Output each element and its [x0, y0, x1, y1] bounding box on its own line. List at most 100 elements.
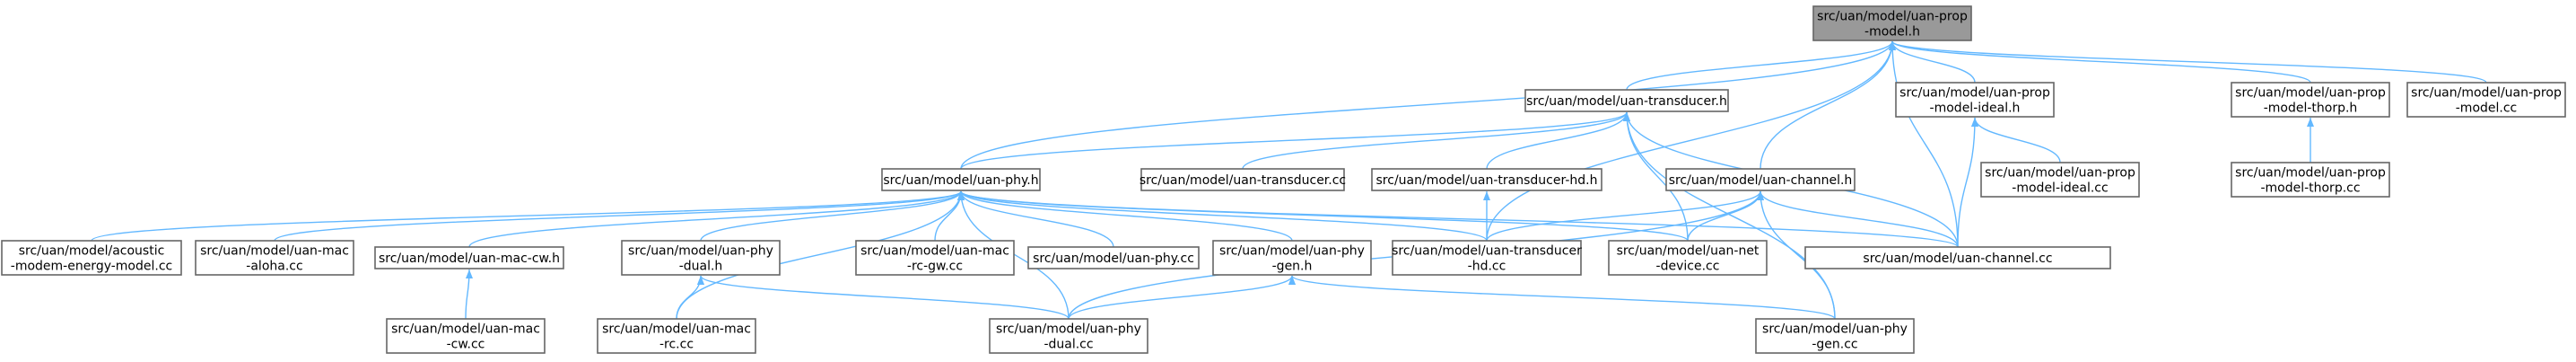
node-label-transducer-cc-0: src/uan/model/uan-transducer.cc	[1140, 173, 1346, 188]
node-box-prop-model-ideal-cc	[1980, 162, 2140, 198]
node-label-prop-model-ideal-h-1: -model-ideal.h	[1930, 102, 2021, 116]
node-label-mac-rc-cc-1: -rc.cc	[659, 338, 694, 352]
edge-transducer-h-to-root	[1626, 40, 1896, 91]
node-mac-cw-h[interactable]: src/uan/model/uan-mac-cw.h	[374, 246, 564, 269]
edge-mac-aloha-cc-to-phy-h	[274, 190, 965, 242]
edge-phy-cc-to-phy-h	[957, 190, 1114, 248]
node-transducer-hd-h[interactable]: src/uan/model/uan-transducer-hd.h	[1371, 168, 1602, 191]
node-mac-rc-cc[interactable]: src/uan/model/uan-mac-rc.cc	[597, 318, 756, 354]
node-box-mac-aloha-cc	[195, 240, 354, 276]
node-label-phy-dual-h-1: -dual.h	[679, 260, 723, 274]
node-label-root-0: src/uan/model/uan-prop	[1817, 10, 1968, 24]
node-root: src/uan/model/uan-prop-model.h	[1812, 5, 1972, 41]
node-box-prop-model-thorp-cc	[2231, 162, 2390, 198]
node-label-prop-model-thorp-h-0: src/uan/model/uan-prop	[2235, 86, 2386, 101]
node-label-net-device-cc-0: src/uan/model/uan-net	[1617, 244, 1760, 259]
node-box-prop-model-ideal-h	[1895, 82, 2055, 118]
node-phy-gen-cc[interactable]: src/uan/model/uan-phy-gen.cc	[1755, 318, 1915, 354]
node-box-channel-cc	[1804, 246, 2111, 269]
edge-prop-model-thorp-h-to-root	[1889, 40, 2311, 84]
node-transducer-hd-cc[interactable]: src/uan/model/uan-transducer-hd.cc	[1392, 240, 1582, 276]
node-label-prop-model-cc-0: src/uan/model/uan-prop	[2411, 86, 2562, 101]
node-box-root	[1812, 5, 1972, 41]
node-box-phy-h	[881, 168, 1041, 191]
node-net-device-cc[interactable]: src/uan/model/uan-net-device.cc	[1608, 240, 1768, 276]
edge-mac-cw-h-to-phy-h	[468, 190, 965, 248]
node-transducer-cc[interactable]: src/uan/model/uan-transducer.cc	[1140, 168, 1346, 191]
node-mac-aloha-cc[interactable]: src/uan/model/uan-mac-aloha.cc	[195, 240, 354, 276]
node-label-mac-aloha-cc-0: src/uan/model/uan-mac	[200, 244, 349, 259]
node-label-acoustic-cc-0: src/uan/model/acoustic	[19, 244, 165, 259]
node-label-net-device-cc-1: -device.cc	[1656, 260, 1720, 274]
node-prop-model-cc[interactable]: src/uan/model/uan-prop-model.cc	[2406, 82, 2566, 118]
edge-transducer-hd-cc-to-channel-h	[1486, 190, 1764, 242]
node-box-transducer-h	[1524, 89, 1729, 112]
node-acoustic-cc[interactable]: src/uan/model/acoustic-modem-energy-mode…	[1, 240, 182, 276]
node-label-phy-gen-h-1: -gen.h	[1272, 260, 1313, 274]
node-label-prop-model-ideal-cc-0: src/uan/model/uan-prop	[1985, 166, 2135, 181]
node-label-phy-dual-h-0: src/uan/model/uan-phy	[628, 244, 773, 259]
node-channel-h[interactable]: src/uan/model/uan-channel.h	[1665, 168, 1856, 191]
node-label-phy-h-0: src/uan/model/uan-phy.h	[883, 173, 1038, 188]
node-box-prop-model-cc	[2406, 82, 2566, 118]
node-label-phy-gen-cc-0: src/uan/model/uan-phy	[1762, 322, 1908, 337]
edge-channel-cc-to-phy-h	[957, 190, 1959, 248]
node-prop-model-ideal-h[interactable]: src/uan/model/uan-prop-model-ideal.h	[1895, 82, 2055, 118]
node-label-mac-cw-cc-0: src/uan/model/uan-mac	[391, 322, 540, 337]
edge-mac-cw-cc-to-mac-cw-h	[465, 269, 473, 320]
edge-channel-cc-to-channel-h	[1757, 190, 1959, 248]
node-box-mac-cw-h	[374, 246, 564, 269]
node-box-phy-cc	[1027, 246, 1200, 269]
node-phy-h[interactable]: src/uan/model/uan-phy.h	[881, 168, 1041, 191]
edge-phy-gen-h-to-phy-h	[957, 190, 1293, 242]
node-label-prop-model-cc-1: -model.cc	[2456, 102, 2518, 116]
edge-phy-gen-cc-to-phy-gen-h	[1288, 275, 1836, 320]
node-transducer-h[interactable]: src/uan/model/uan-transducer.h	[1524, 89, 1729, 112]
edge-phy-gen-cc-to-transducer-h	[1623, 111, 1836, 320]
node-box-acoustic-cc	[1, 240, 182, 276]
edge-channel-h-to-root	[1760, 40, 1896, 170]
edge-channel-cc-to-prop-model-ideal-h	[1957, 117, 1978, 248]
node-box-mac-rc-cc	[597, 318, 756, 354]
node-box-transducer-cc	[1140, 168, 1345, 191]
edge-transducer-hd-h-to-transducer-h	[1486, 111, 1630, 170]
node-label-prop-model-thorp-cc-1: -model-thorp.cc	[2260, 181, 2360, 196]
node-channel-cc[interactable]: src/uan/model/uan-channel.cc	[1804, 246, 2111, 269]
edge-phy-dual-h-to-phy-h	[700, 190, 965, 242]
edge-mac-rc-cc-to-phy-h	[676, 190, 965, 320]
node-prop-model-ideal-cc[interactable]: src/uan/model/uan-prop-model-ideal.cc	[1980, 162, 2140, 198]
node-box-transducer-hd-h	[1371, 168, 1602, 191]
node-label-mac-rc-gw-cc-0: src/uan/model/uan-mac	[860, 244, 1009, 259]
edge-transducer-cc-to-transducer-h	[1242, 111, 1630, 170]
edge-transducer-hd-cc-to-phy-h	[957, 190, 1488, 242]
node-box-transducer-hd-cc	[1392, 240, 1582, 276]
node-label-acoustic-cc-1: -modem-energy-model.cc	[11, 260, 172, 274]
node-box-phy-dual-h	[621, 240, 781, 276]
edge-phy-h-to-transducer-h	[960, 111, 1630, 170]
edge-prop-model-cc-to-root	[1889, 40, 2487, 84]
node-box-mac-rc-gw-cc	[855, 240, 1015, 276]
node-mac-cw-cc[interactable]: src/uan/model/uan-mac-cw.cc	[386, 318, 546, 354]
edge-prop-model-ideal-h-to-root	[1889, 40, 1976, 84]
node-prop-model-thorp-cc[interactable]: src/uan/model/uan-prop-model-thorp.cc	[2231, 162, 2390, 198]
node-box-net-device-cc	[1608, 240, 1768, 276]
edge-phy-dual-cc-to-phy-h	[957, 190, 1070, 320]
node-phy-dual-cc[interactable]: src/uan/model/uan-phy-dual.cc	[989, 318, 1148, 354]
edge-mac-rc-cc-to-phy-dual-h	[676, 275, 704, 320]
node-label-transducer-h-0: src/uan/model/uan-transducer.h	[1526, 94, 1727, 109]
node-prop-model-thorp-h[interactable]: src/uan/model/uan-prop-model-thorp.h	[2231, 82, 2390, 118]
node-label-channel-cc-0: src/uan/model/uan-channel.cc	[1863, 252, 2052, 266]
node-label-prop-model-thorp-cc-0: src/uan/model/uan-prop	[2235, 166, 2386, 181]
node-box-phy-gen-cc	[1755, 318, 1915, 354]
node-phy-cc[interactable]: src/uan/model/uan-phy.cc	[1027, 246, 1200, 269]
node-label-prop-model-ideal-cc-1: -model-ideal.cc	[2012, 181, 2108, 196]
node-label-prop-model-thorp-h-1: -model-thorp.h	[2264, 102, 2358, 116]
node-phy-gen-h[interactable]: src/uan/model/uan-phy-gen.h	[1212, 240, 1372, 276]
node-label-phy-cc-0: src/uan/model/uan-phy.cc	[1033, 252, 1194, 266]
node-mac-rc-gw-cc[interactable]: src/uan/model/uan-mac-rc-gw.cc	[855, 240, 1015, 276]
node-label-mac-rc-cc-0: src/uan/model/uan-mac	[602, 322, 751, 337]
node-phy-dual-h[interactable]: src/uan/model/uan-phy-dual.h	[621, 240, 781, 276]
edge-transducer-hd-cc-to-root	[1486, 40, 1896, 242]
node-label-transducer-hd-h-0: src/uan/model/uan-transducer-hd.h	[1376, 173, 1598, 188]
